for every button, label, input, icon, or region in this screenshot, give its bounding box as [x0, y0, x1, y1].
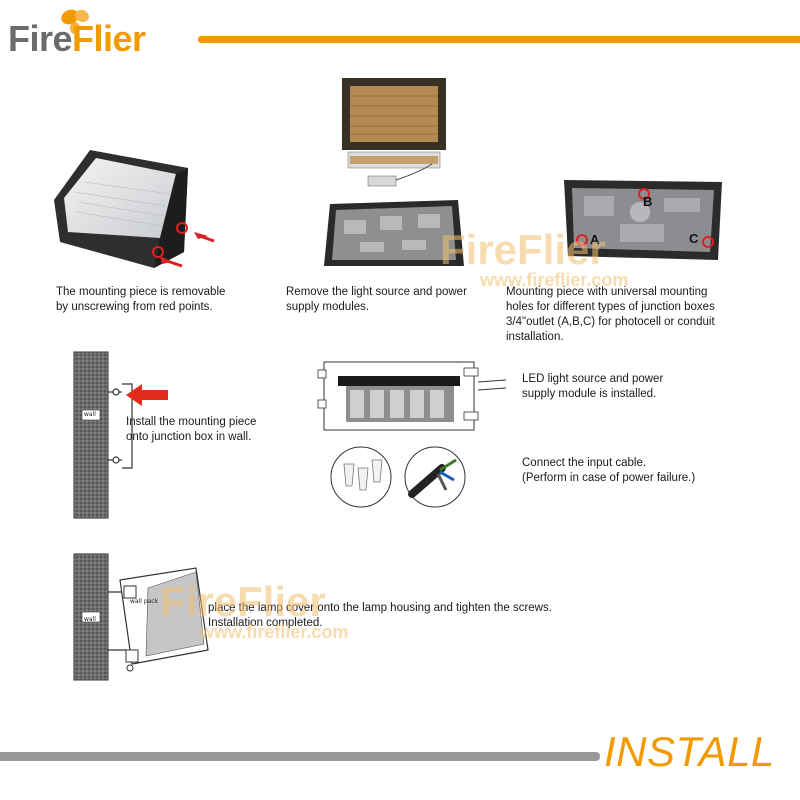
step-6-line-2: (Perform in case of power failure.) — [522, 472, 696, 484]
module-installed-diagram — [317, 361, 506, 431]
step-5-line-2: supply module is installed. — [522, 388, 657, 400]
step-7-line-1: place the lamp cover onto the lamp housi… — [208, 602, 552, 614]
step-4-line-2: onto junction box in wall. — [126, 431, 252, 443]
brand-name-part2: Flier — [72, 18, 146, 59]
header-divider — [198, 36, 800, 43]
mounting-piece-image — [564, 180, 722, 260]
cover-installed-diagram — [73, 553, 209, 681]
step-5-caption: LED light source and power supply module… — [522, 372, 663, 402]
install-title: INSTALL — [604, 728, 775, 775]
step-1-line-1: The mounting piece is removable — [56, 286, 226, 298]
input-cable-icon — [404, 446, 466, 508]
disassembled-fixture-image — [324, 78, 464, 266]
wall-pack-fixture-image — [54, 150, 215, 268]
step-5-line-1: LED light source and power — [522, 373, 664, 385]
wire-connectors-icon — [330, 446, 392, 508]
step-3-line-2: holes for different types of junction bo… — [506, 301, 715, 313]
step-2-caption: Remove the light source and power supply… — [286, 285, 467, 315]
step-7-line-2: Installation completed. — [208, 617, 323, 629]
step-6-caption: Connect the input cable. (Perform in cas… — [522, 456, 695, 486]
brand-logo: FireFlier — [8, 9, 198, 64]
step-3-line-4: installation. — [506, 331, 564, 343]
step-3-line-1: Mounting piece with universal mounting — [506, 286, 708, 298]
step-2-line-2: supply modules. — [286, 301, 370, 313]
step-4-line-1: Install the mounting piece — [126, 416, 257, 428]
red-arrow-icon — [126, 384, 168, 406]
step-7-caption: place the lamp cover onto the lamp housi… — [208, 601, 552, 631]
step-4-caption: Install the mounting piece onto junction… — [126, 415, 256, 445]
hole-label-a: A — [590, 232, 600, 247]
butterfly-logo-icon — [61, 9, 89, 34]
step-1-line-2: by unscrewing from red points. — [56, 301, 213, 313]
wall-mount-diagram — [73, 351, 133, 519]
wall-label-2: wall — [84, 616, 96, 623]
step-3-line-3: 3/4"outlet (A,B,C) for photocell or cond… — [506, 316, 715, 328]
wall-pack-label: wall pack — [130, 598, 159, 605]
footer-divider — [0, 752, 600, 761]
step-1-caption: The mounting piece is removable by unscr… — [56, 285, 225, 315]
step-3-caption: Mounting piece with universal mounting h… — [506, 285, 715, 345]
step-2-line-1: Remove the light source and power — [286, 286, 467, 298]
step-6-line-1: Connect the input cable. — [522, 457, 647, 469]
brand-name-part1: Fire — [8, 18, 73, 59]
hole-label-b: B — [643, 194, 653, 209]
hole-label-c: C — [689, 231, 699, 246]
wall-label: wall — [84, 411, 96, 418]
